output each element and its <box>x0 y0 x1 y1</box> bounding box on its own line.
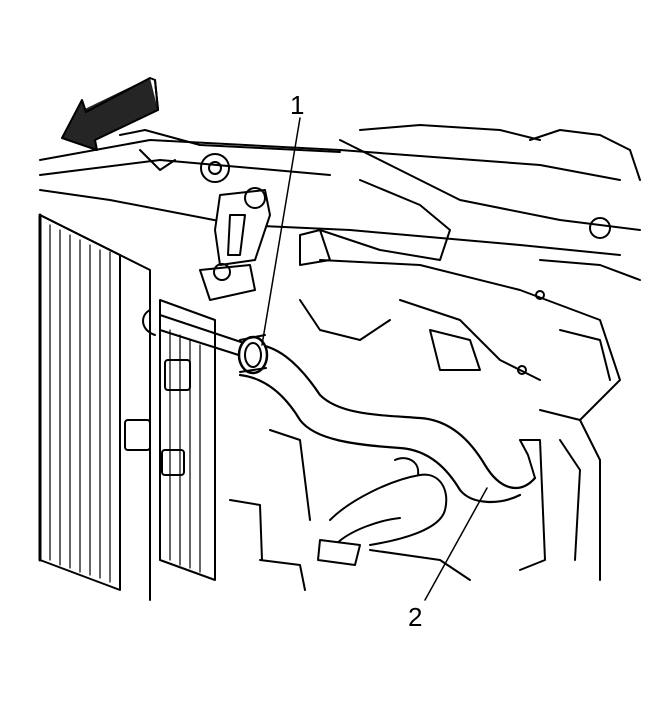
engine-components <box>299 259 641 581</box>
radiator-support <box>39 124 641 266</box>
front-direction-arrow-icon <box>61 77 159 151</box>
hose-clamp <box>237 334 269 375</box>
radiator-inlet-hose <box>238 343 546 571</box>
callout-1-label: 1 <box>290 90 305 120</box>
callout-1-leader <box>261 117 301 346</box>
radiator <box>38 213 151 601</box>
coolant-pipe <box>142 309 251 359</box>
radiator-end-tank <box>124 299 216 581</box>
callout-leaders <box>261 117 488 601</box>
callout-2-label: 2 <box>408 602 423 632</box>
lower-hoses <box>229 429 471 591</box>
hood-latch-bracket <box>199 187 271 301</box>
callout-2-leader <box>424 487 488 601</box>
